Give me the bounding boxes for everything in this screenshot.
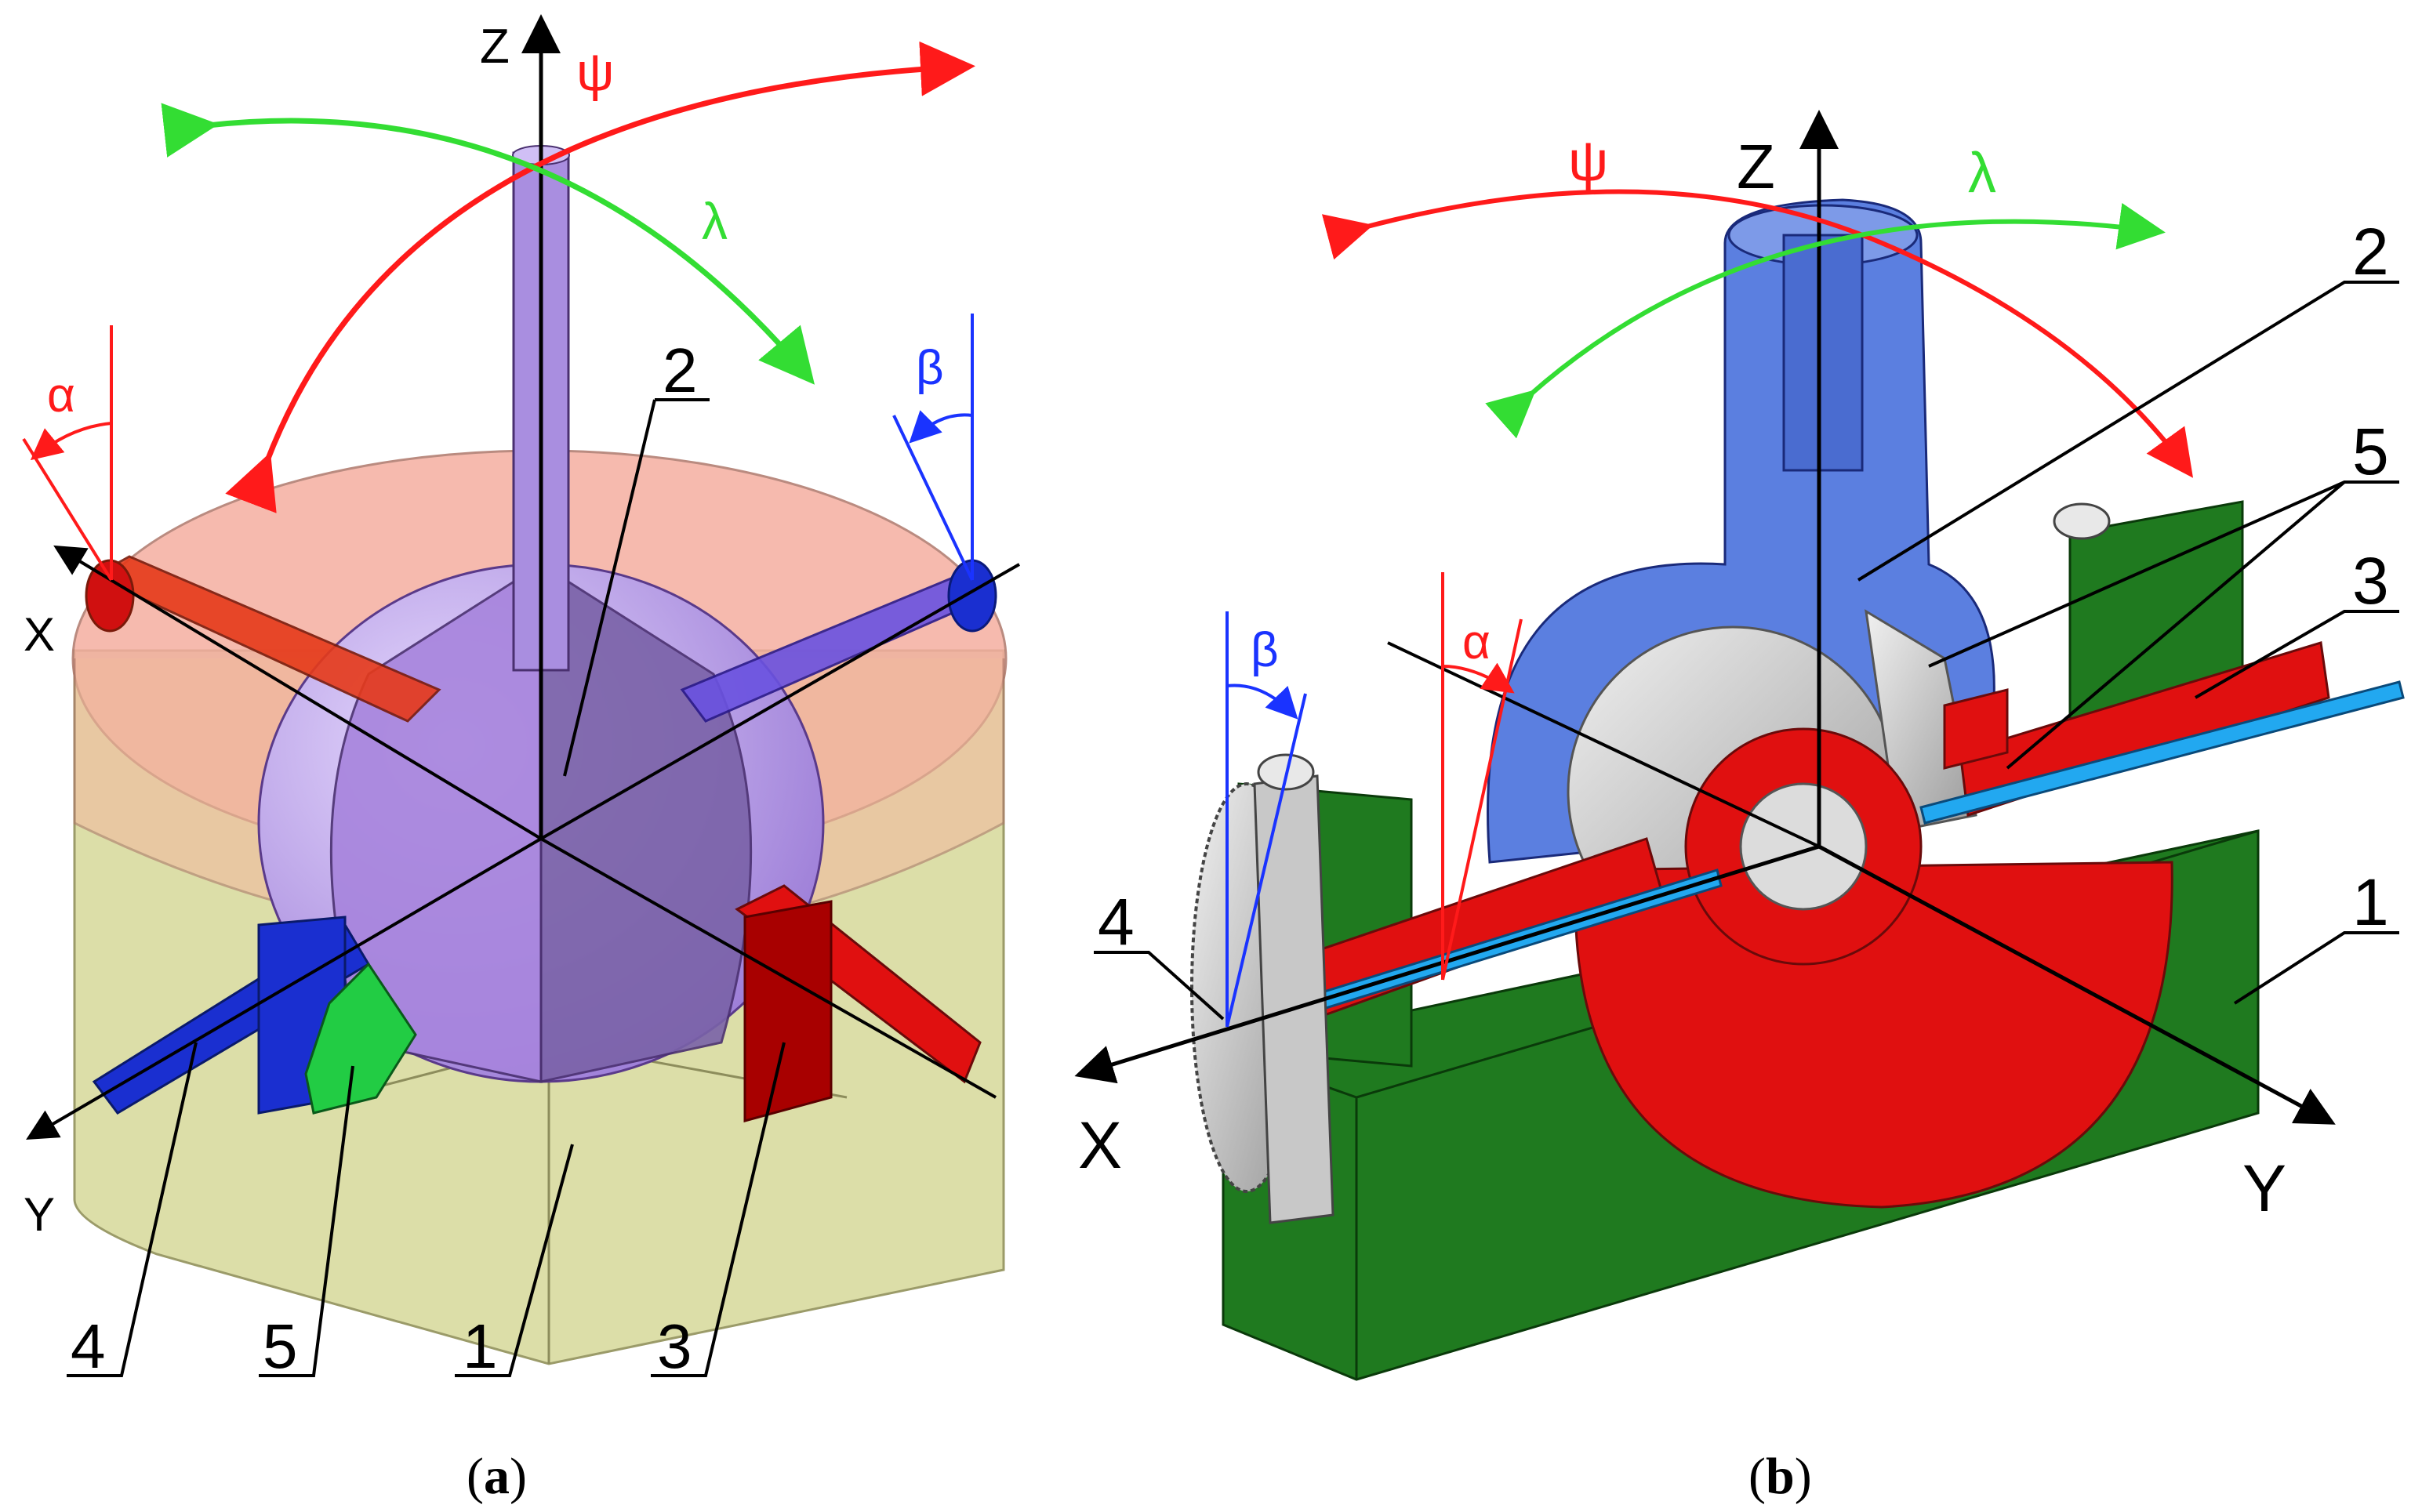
callout-2-b: 2 (2352, 215, 2389, 288)
callout-1-b: 1 (2352, 865, 2389, 939)
callout-4-b: 4 (1098, 885, 1135, 959)
beta-label-b: β (1251, 623, 1279, 677)
callout-4-a: 4 (71, 1311, 106, 1381)
beta-angle-a (892, 314, 974, 581)
shaft-right-b (1919, 680, 2405, 825)
red-link-a (85, 555, 982, 1122)
green-link-a (304, 962, 417, 1115)
caption-b: (b) (1748, 1448, 1812, 1505)
lambda-label-a: λ (702, 192, 728, 250)
axes-a (26, 14, 1020, 1140)
callout-2-a: 2 (663, 335, 698, 405)
lambda-arc-b (1485, 202, 2166, 439)
axis-z-label-b: Z (1737, 132, 1775, 201)
psi-label-b: ψ (1568, 130, 1608, 193)
callout-5-b: 5 (2352, 415, 2389, 488)
panel-a: Z ψ λ α β X Y 2 4 5 1 3 (a) (22, 14, 1020, 1505)
callout-5-a: 5 (263, 1311, 298, 1381)
axis-y-label-a: Y (24, 1188, 55, 1241)
psi-label-a: ψ (576, 42, 614, 102)
beta-angle-b (1226, 611, 1307, 1028)
alpha-label-a: α (47, 368, 75, 422)
callout-3-a: 3 (657, 1311, 692, 1381)
lambda-label-b: λ (1968, 142, 1996, 205)
alpha-angle-b (1441, 572, 1523, 981)
callouts-b (1094, 281, 2399, 1021)
axis-x-label-b: X (1078, 1108, 1122, 1182)
red-link-b (1253, 641, 2330, 1209)
callout-3-b: 3 (2352, 544, 2389, 618)
lambda-arc-a (161, 103, 815, 385)
alpha-angle-a (22, 325, 113, 582)
callout-1-a: 1 (463, 1311, 498, 1381)
axis-x-label-a: X (24, 608, 55, 661)
axis-y-label-b: Y (2242, 1151, 2286, 1225)
spur-gear-b (1190, 502, 2111, 1224)
axis-z-label-a: Z (480, 20, 510, 74)
alpha-label-b: α (1462, 615, 1491, 669)
panel-b: Z ψ λ α β X Y 2 5 3 4 1 (b) (1074, 110, 2405, 1505)
callouts-a (67, 398, 786, 1377)
beta-label-a: β (916, 341, 944, 395)
caption-a: (a) (467, 1448, 527, 1505)
